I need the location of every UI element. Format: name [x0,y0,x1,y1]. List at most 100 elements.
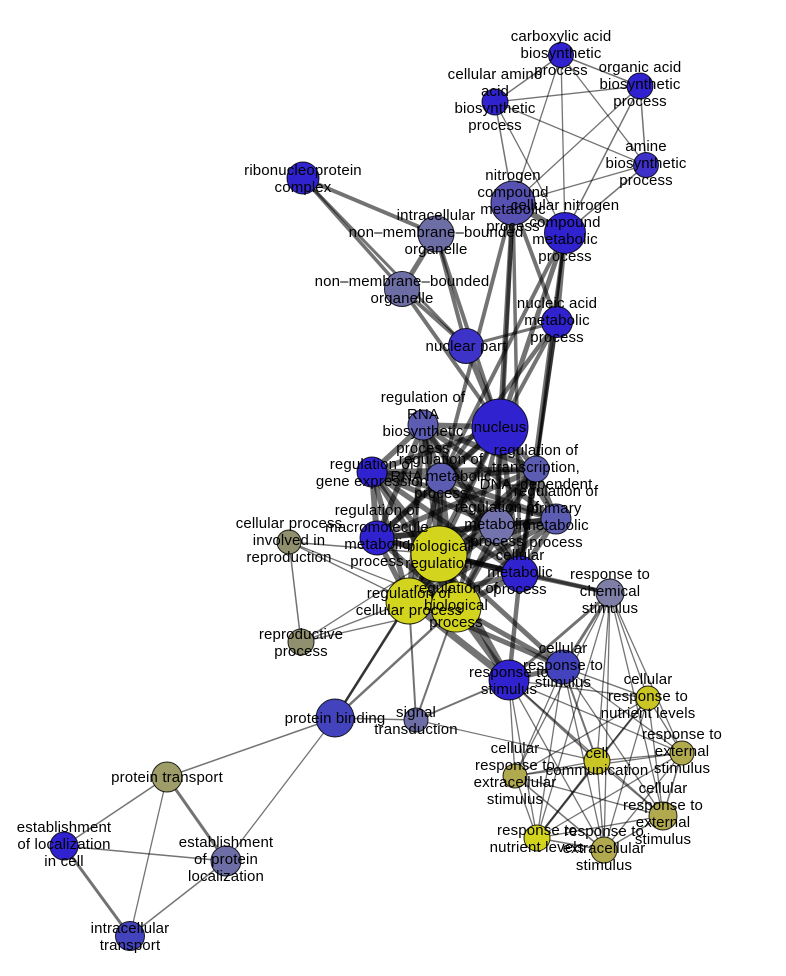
svg-text:compound: compound [529,214,600,231]
svg-text:metabolic: metabolic [523,517,589,534]
svg-text:extracellular: extracellular [474,774,557,791]
svg-text:nucleic acid: nucleic acid [517,295,597,312]
svg-text:process: process [396,440,450,457]
svg-text:stimulus: stimulus [582,600,638,617]
svg-text:regulation: regulation [405,555,472,572]
svg-text:organelle: organelle [370,290,433,307]
svg-text:intracellular: intracellular [397,207,476,224]
svg-text:process: process [429,614,483,631]
svg-text:cell: cell [585,745,608,762]
svg-text:carboxylic acid: carboxylic acid [511,28,612,45]
svg-text:process: process [613,93,667,110]
svg-text:involved in: involved in [253,532,326,549]
svg-text:stimulus: stimulus [535,674,591,691]
svg-text:biosynthetic: biosynthetic [454,100,535,117]
svg-text:metabolic: metabolic [524,312,590,329]
svg-text:compound: compound [477,184,548,201]
svg-text:process: process [534,62,588,79]
svg-text:cellular nitrogen: cellular nitrogen [511,197,619,214]
svg-text:organic acid: organic acid [599,59,682,76]
svg-text:response to: response to [623,797,703,814]
svg-text:external: external [636,814,691,831]
svg-text:response to: response to [523,657,603,674]
svg-text:nuclear part: nuclear part [425,338,507,355]
svg-text:regulation of: regulation of [455,499,540,516]
svg-text:organelle: organelle [404,241,467,258]
svg-text:regulation of: regulation of [494,442,579,459]
svg-text:process: process [493,581,547,598]
svg-text:establishment: establishment [17,819,112,836]
svg-text:transcription,: transcription, [492,459,580,476]
svg-text:cellular process: cellular process [236,515,343,532]
svg-text:transduction: transduction [374,721,458,738]
svg-text:RNA: RNA [407,406,439,423]
svg-text:biological: biological [407,538,471,555]
svg-text:amine: amine [625,138,667,155]
svg-text:chemical: chemical [580,583,640,600]
svg-text:establishment: establishment [179,834,274,851]
svg-text:cellular: cellular [624,671,673,688]
svg-text:stimulus: stimulus [487,791,543,808]
svg-text:response to: response to [497,822,577,839]
svg-text:regulation of: regulation of [335,502,420,519]
svg-text:of protein: of protein [194,851,258,868]
svg-text:process: process [468,117,522,134]
svg-text:process: process [530,329,584,346]
svg-text:external: external [655,743,710,760]
svg-text:metabolic: metabolic [464,516,530,533]
svg-text:signal: signal [396,704,436,721]
svg-text:cellular: cellular [639,780,688,797]
svg-text:macromolecule: macromolecule [325,519,429,536]
svg-text:process: process [486,218,540,235]
svg-text:stimulus: stimulus [576,857,632,874]
svg-text:intracellular: intracellular [91,920,170,937]
svg-text:DNA–dependent: DNA–dependent [480,476,594,493]
svg-text:localization: localization [188,868,264,885]
svg-text:complex: complex [275,179,332,196]
svg-text:extracellular: extracellular [563,840,646,857]
svg-text:cellular process: cellular process [356,602,463,619]
svg-text:non–membrane–bounded: non–membrane–bounded [349,224,524,241]
svg-text:communication: communication [546,762,649,779]
svg-text:response to: response to [475,757,555,774]
svg-text:process: process [538,248,592,265]
svg-text:process: process [470,533,524,550]
svg-text:response to: response to [608,688,688,705]
svg-text:cellular: cellular [539,640,588,657]
svg-text:non–membrane–bounded: non–membrane–bounded [315,273,490,290]
svg-text:process: process [414,485,468,502]
svg-text:metabolic: metabolic [532,231,598,248]
svg-text:RNA metabolic: RNA metabolic [390,468,492,485]
svg-text:regulation of: regulation of [367,585,452,602]
svg-text:process: process [619,172,673,189]
svg-text:regulation of: regulation of [514,483,599,500]
svg-text:biosynthetic: biosynthetic [599,76,680,93]
svg-text:primary: primary [530,500,581,517]
svg-text:stimulus: stimulus [635,831,691,848]
svg-text:biosynthetic: biosynthetic [605,155,686,172]
svg-text:response to: response to [469,664,549,681]
svg-text:cellular: cellular [496,547,545,564]
svg-text:response to: response to [570,566,650,583]
svg-text:protein binding: protein binding [285,710,386,727]
svg-text:nucleus: nucleus [474,419,527,436]
svg-text:cellular: cellular [491,740,540,757]
svg-text:regulation of: regulation of [414,580,499,597]
svg-text:stimulus: stimulus [654,760,710,777]
svg-text:nitrogen: nitrogen [485,167,540,184]
svg-text:acid: acid [481,83,509,100]
svg-text:in cell: in cell [44,853,83,870]
svg-text:biosynthetic: biosynthetic [520,45,601,62]
svg-text:process: process [529,534,583,551]
svg-text:stimulus: stimulus [481,681,537,698]
svg-text:biosynthetic: biosynthetic [382,423,463,440]
svg-text:reproduction: reproduction [246,549,331,566]
svg-text:gene expression: gene expression [316,473,428,490]
svg-text:cellular amino: cellular amino [448,66,543,83]
svg-text:protein transport: protein transport [111,769,223,786]
svg-text:metabolic: metabolic [480,201,546,218]
svg-text:metabolic: metabolic [344,536,410,553]
svg-text:ribonucleoprotein: ribonucleoprotein [244,162,362,179]
svg-text:response to: response to [564,823,644,840]
svg-text:biological: biological [424,597,488,614]
